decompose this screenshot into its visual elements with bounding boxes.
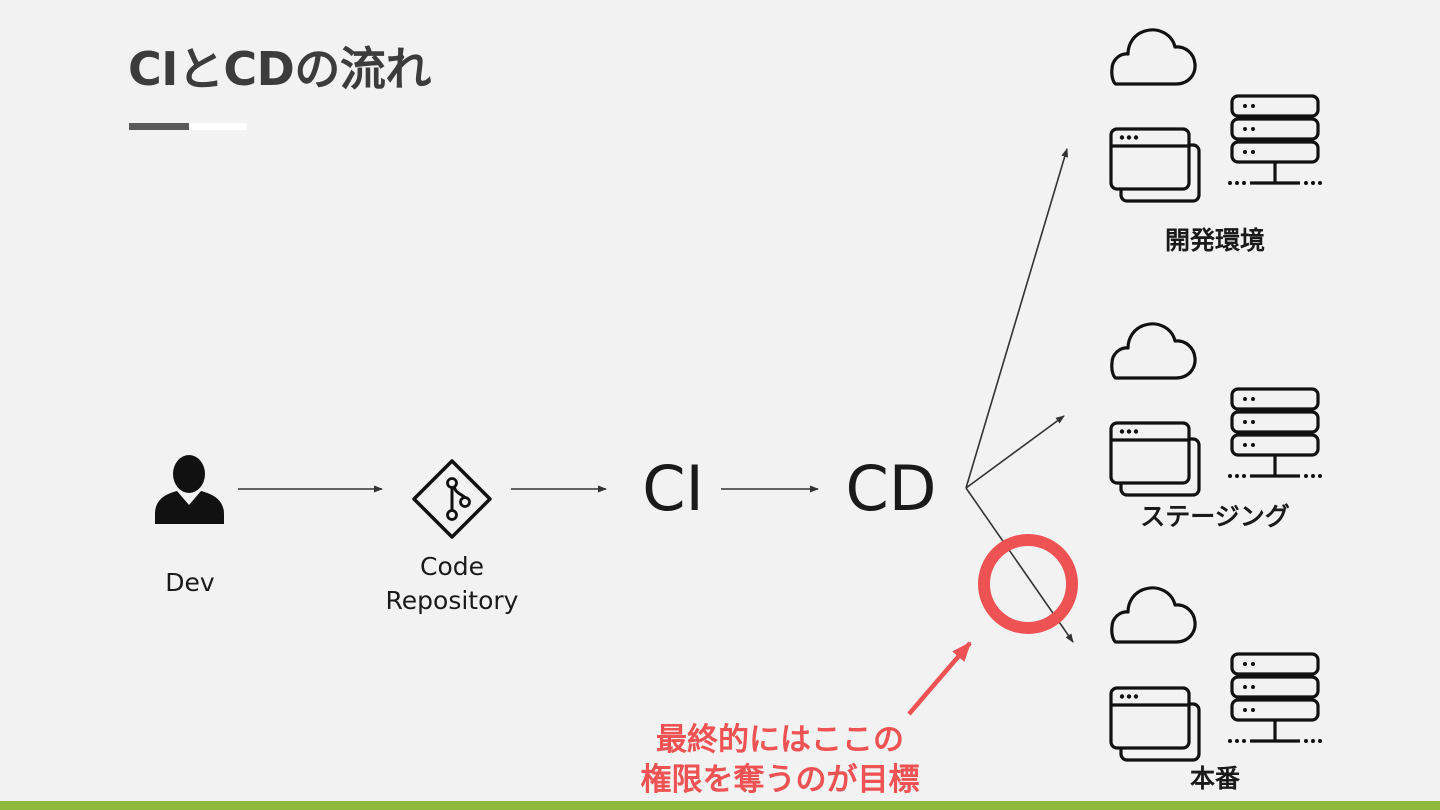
arrow-cd-to-staging: [965, 415, 1065, 489]
cloud-icon: [1110, 586, 1197, 644]
title-underline-dark: [129, 123, 189, 130]
arrow-cd-to-development: [965, 148, 1069, 489]
environment-staging-label: ステージング: [1140, 502, 1290, 531]
bottom-accent-bar: [0, 801, 1440, 810]
environment-staging-icons: [1109, 322, 1324, 497]
cloud-icon: [1110, 28, 1197, 86]
goal-annotation-line1: 最終的にはここの: [656, 722, 904, 758]
repo-label-line1: Code: [419, 552, 484, 581]
goal-annotation-line2: 権限を奪うのが目標: [640, 762, 920, 798]
browser-windows-icon: [1109, 421, 1201, 497]
highlight-arrow: [907, 641, 972, 716]
goal-annotation: 最終的にはここの 権限を奪うのが目標: [600, 720, 960, 800]
environment-production-icons: [1109, 586, 1324, 762]
server-rack-icon: [1226, 387, 1324, 480]
server-rack-icon: [1226, 94, 1324, 187]
browser-windows-icon: [1109, 127, 1201, 203]
cloud-icon: [1110, 322, 1197, 380]
environment-development-icons: [1109, 28, 1324, 203]
ci-node: CI: [642, 452, 704, 525]
highlight-circle: [978, 534, 1078, 634]
page-title: CIとCDの流れ: [128, 42, 431, 96]
person-icon: [155, 455, 224, 524]
environment-development-label: 開発環境: [1164, 226, 1265, 255]
cd-node: CD: [845, 452, 937, 525]
git-branch-icon: [412, 459, 492, 539]
title-underline-light: [189, 123, 247, 130]
dev-label: Dev: [165, 568, 215, 597]
browser-windows-icon: [1109, 686, 1201, 762]
environment-production-label: 本番: [1189, 764, 1240, 793]
repo-label: Code Repository: [362, 550, 542, 618]
server-rack-icon: [1226, 652, 1324, 745]
repo-label-line2: Repository: [385, 586, 519, 615]
